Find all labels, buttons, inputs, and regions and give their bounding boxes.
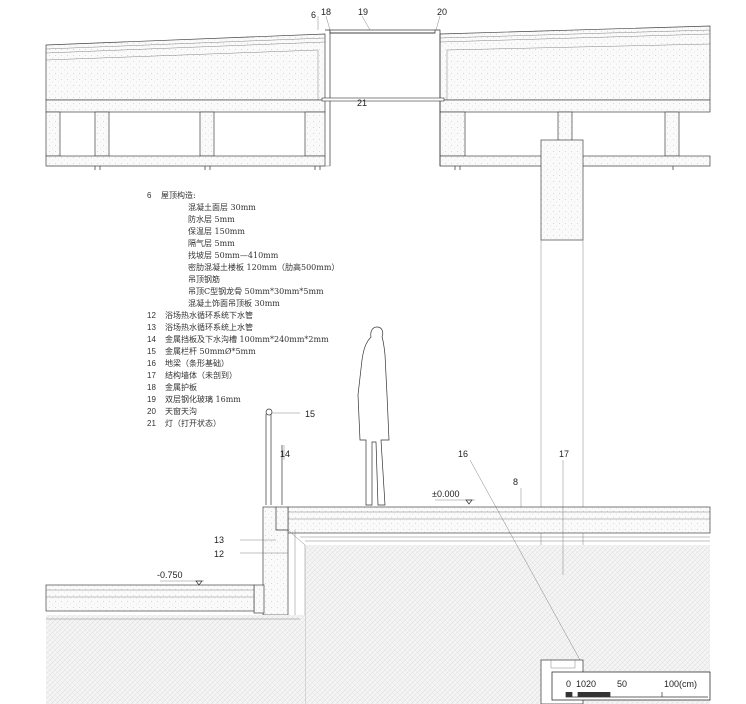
note-6-layer: 找坡层 50mm—410mm [188,250,279,260]
callout-8: 8 [513,477,518,487]
note-text: 浴场热水循环系统上水管 [165,322,253,332]
leader-lines [160,15,581,661]
callout-17: 17 [559,449,569,459]
note-6-layer: 混凝土面层 30mm [188,202,256,212]
note-6-layer: 防水层 5mm [188,214,235,224]
roof-slab-right [439,25,711,101]
note-num: 19 [147,395,156,404]
scale-label-1020: 1020 [576,679,596,689]
callout-21: 21 [357,98,367,108]
scale-label-100: 100(cm) [664,679,697,689]
note-6-text: 屋顶构造: [161,190,196,200]
floor-slab [287,506,711,534]
note-text: 金属挡板及下水沟槽 100mm*240mm*2mm [165,334,329,344]
note-6-num: 6 [147,191,152,200]
note-num: 13 [147,323,156,332]
note-num: 21 [147,419,156,428]
roof-ribs-left [45,99,326,167]
note-text: 灯（打开状态） [165,418,221,428]
callout-16: 16 [458,449,468,459]
note-text: 结构墙体（未剖到） [165,370,237,380]
ground-fill-left [46,615,305,704]
note-num: 14 [147,335,156,344]
note-num: 18 [147,383,156,392]
note-6-layer: 混凝土饰面吊顶板 30mm [188,298,280,308]
human-figure [357,326,390,506]
note-text: 金属护板 [165,382,197,392]
ceiling-hangers [46,165,710,170]
note-text: 金属栏杆 50mmØ*5mm [165,346,256,356]
note-num: 12 [147,311,156,320]
note-text: 天窗天沟 [165,406,197,416]
callout-6: 6 [311,10,316,20]
pool-wall [253,506,306,704]
note-6-layer: 吊顶钢筋 [188,274,220,284]
note-6-layer: 吊顶C型钢龙骨 50mm*30mm*5mm [188,286,324,296]
note-text: 地梁（条形基础） [165,358,229,368]
note-6-layer: 密肋混凝土楼板 120mm（肋高500mm） [188,262,339,272]
notes-block: 6 屋顶构造: 混凝土面层 30mm 防水层 5mm 保温层 150mm 隔气层… [147,190,339,428]
callout-19: 19 [358,7,368,17]
skylight [321,29,445,166]
callout-20: 20 [437,7,447,17]
callout-14: 14 [280,449,290,459]
scale-label-0: 0 [566,679,571,689]
note-6-layer: 隔气层 5mm [188,238,235,248]
callout-12: 12 [214,549,224,559]
note-num: 17 [147,371,156,380]
note-text: 浴场热水循环系统下水管 [165,310,253,320]
level-minus: -0.750 [157,570,183,580]
callout-13: 13 [214,535,224,545]
note-num: 16 [147,359,156,368]
metal-railing [265,408,283,505]
pool-floor [45,584,255,612]
roof-slab-left [45,33,326,101]
note-text: 双层钢化玻璃 16mm [165,394,241,404]
note-6-layer: 保温层 150mm [188,226,245,236]
callout-18: 18 [321,7,331,17]
callout-15: 15 [305,409,315,419]
level-zero: ±0.000 [432,489,459,499]
lamp [321,97,445,102]
scale-label-50: 50 [617,679,627,689]
scale-bar [551,671,711,701]
skylight-glass [329,29,436,34]
note-num: 15 [147,347,156,356]
note-num: 20 [147,407,156,416]
